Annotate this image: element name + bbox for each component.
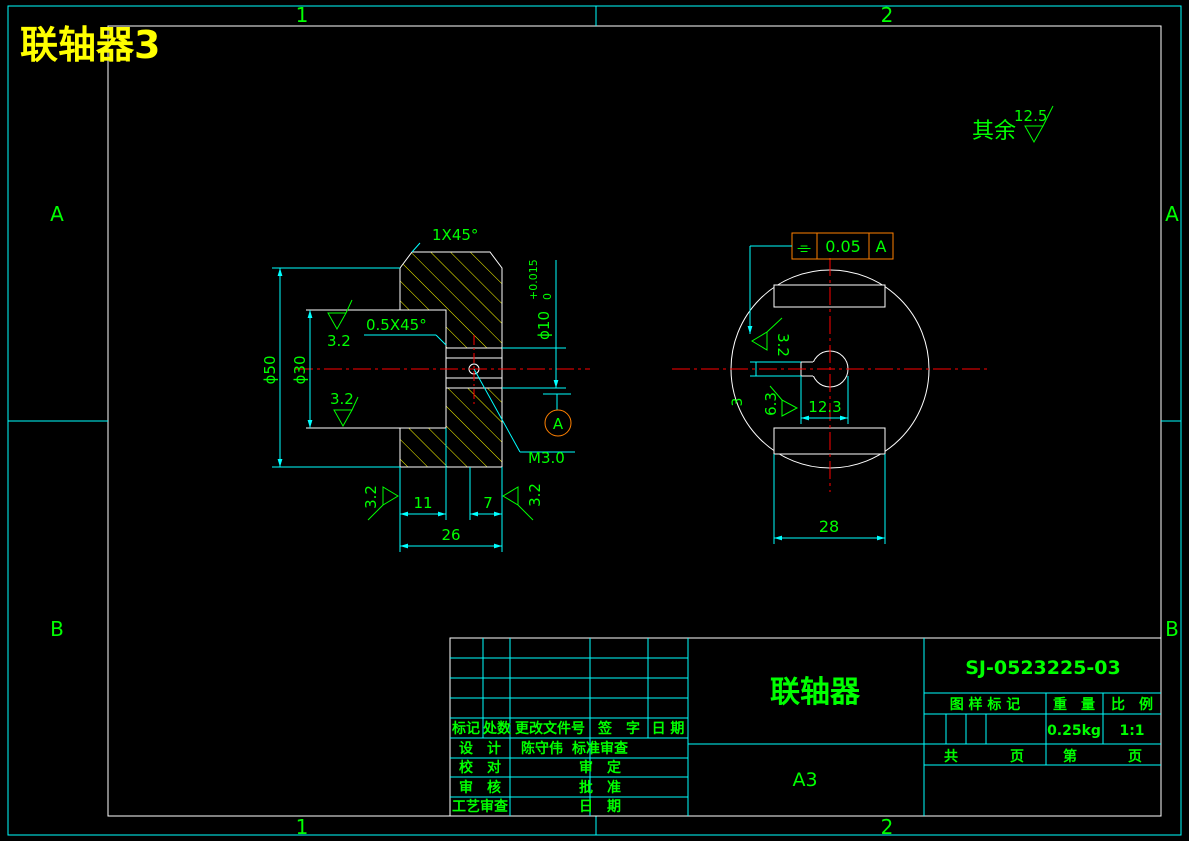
tb-row-std: 标准审查 (571, 740, 629, 757)
roughness-bore-bottom: 3.2 (330, 390, 354, 408)
tb-row-process: 工艺审查 (452, 798, 509, 815)
default-roughness-value: 12.5 (1014, 107, 1047, 125)
tb-weight: 0.25kg (1047, 723, 1101, 739)
flatness-value: 0.05 (825, 237, 861, 256)
chamfer-outer: 1X45° (432, 226, 478, 244)
hole-tol-lower: 0 (541, 293, 554, 300)
tb-page: 页 (1128, 749, 1142, 765)
sheet-title: 联轴器3 (20, 23, 160, 67)
thread-callout: M3.0 (528, 449, 565, 467)
roughness-symbol-icon (1024, 105, 1054, 144)
dim-slot-width: 28 (819, 517, 839, 536)
roughness-icon (502, 486, 534, 521)
dim-key-height: 3 (730, 398, 746, 407)
dim-key-width: 12.3 (808, 398, 841, 416)
tb-header-count: 处数 (482, 720, 512, 737)
tb-row-check: 校 对 (459, 759, 501, 776)
tb-scale: 1:1 (1119, 723, 1144, 739)
dim-flange: 11 (413, 494, 432, 512)
tb-row-review: 审 定 (579, 759, 621, 776)
tb-row-design: 设 计 (459, 740, 501, 757)
tb-header-sign: 签 字 (597, 720, 640, 737)
dim-dia-bore: ϕ30 (291, 356, 309, 385)
roughness-left-face: 3.2 (362, 485, 380, 509)
tb-drawing-no: SJ-0523225-03 (965, 657, 1121, 679)
roughness-icon (333, 396, 359, 428)
tb-part-name: 联轴器 (770, 675, 861, 710)
tb-col-scale: 比 例 (1111, 696, 1153, 713)
datum-a: A (553, 415, 564, 433)
zone-right-a: A (1165, 202, 1179, 226)
tb-total: 共 (944, 748, 958, 765)
roughness-icon (367, 486, 399, 521)
roughness-icon (769, 385, 799, 417)
flatness-frame: ⌯ 0.05 A (791, 232, 894, 260)
tb-col-weight: 重 量 (1053, 696, 1095, 713)
roughness-icon (751, 317, 783, 351)
dim-dia-outer: ϕ50 (261, 356, 279, 385)
tb-row-date: 日 期 (579, 799, 621, 815)
zone-top-1: 1 (296, 3, 309, 27)
zone-top-2: 2 (881, 3, 894, 27)
tb-row-approve: 批 准 (579, 779, 621, 796)
tb-row-audit: 审 核 (459, 779, 501, 796)
default-roughness: 其余 12.5 (972, 105, 1054, 144)
flatness-icon: ⌯ (797, 238, 811, 258)
flatness-datum: A (876, 237, 887, 256)
zone-left-b: B (50, 617, 64, 641)
tb-paper-size: A3 (792, 769, 817, 791)
dim-total: 26 (441, 526, 460, 544)
tb-col-mark: 图 样 标 记 (950, 696, 1021, 713)
section-lower (399, 387, 503, 468)
roughness-icon (327, 299, 353, 331)
left-view: ϕ50 ϕ30 3.2 3.2 1X45° 0.5X45° ϕ10 +0.015… (261, 226, 590, 552)
zone-bottom-1: 1 (296, 815, 309, 839)
roughness-right-face: 3.2 (526, 483, 544, 507)
dim-dia-hole: ϕ10 (535, 311, 553, 340)
tb-header-date: 日 期 (652, 721, 685, 737)
roughness-slot: 3.2 (774, 333, 792, 357)
tb-designer: 陈守伟 (521, 740, 563, 757)
zone-right-b: B (1165, 617, 1179, 641)
roughness-key: 6.3 (762, 392, 780, 416)
dim-hub: 7 (483, 494, 493, 512)
title-block: 标记 处数 更改文件号 签 字 日 期 设 计 陈守伟 标准审查 校 对 审 定… (449, 637, 1162, 817)
default-roughness-label: 其余 (972, 119, 1016, 144)
zone-bottom-2: 2 (881, 815, 894, 839)
hole-tol-upper: +0.015 (527, 259, 540, 300)
right-view: ⌯ 0.05 A 3.2 6.3 3 12.3 28 (672, 232, 988, 544)
roughness-bore-top: 3.2 (327, 332, 351, 350)
zone-left-a: A (50, 202, 64, 226)
tb-sheets: 页 (1010, 749, 1024, 765)
chamfer-inner: 0.5X45° (366, 316, 427, 334)
tb-header-doc: 更改文件号 (515, 720, 585, 737)
tb-header-mark: 标记 (451, 720, 480, 737)
tb-sheet-no: 第 (1063, 748, 1077, 765)
